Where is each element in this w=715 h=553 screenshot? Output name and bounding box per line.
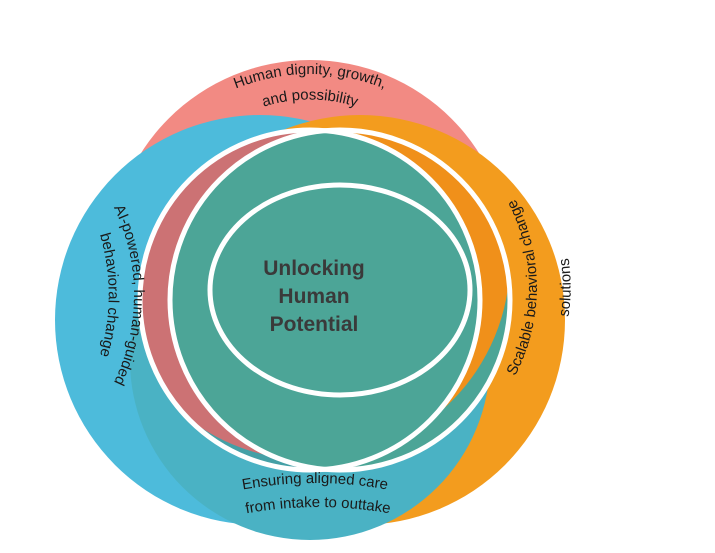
center-region [210,185,470,395]
petal-bottom-label-line-1: Ensuring aligned care [241,470,390,493]
petal-right-label-line-2: solutions [556,257,575,317]
venn-outlines [137,127,513,473]
center-label-line-2: Human [278,285,349,308]
center-label-line-1: Unlocking [263,257,365,280]
petal-bottom-label-line-2: from intake to outtake [244,494,392,517]
center-label-line-3: Potential [270,313,359,336]
